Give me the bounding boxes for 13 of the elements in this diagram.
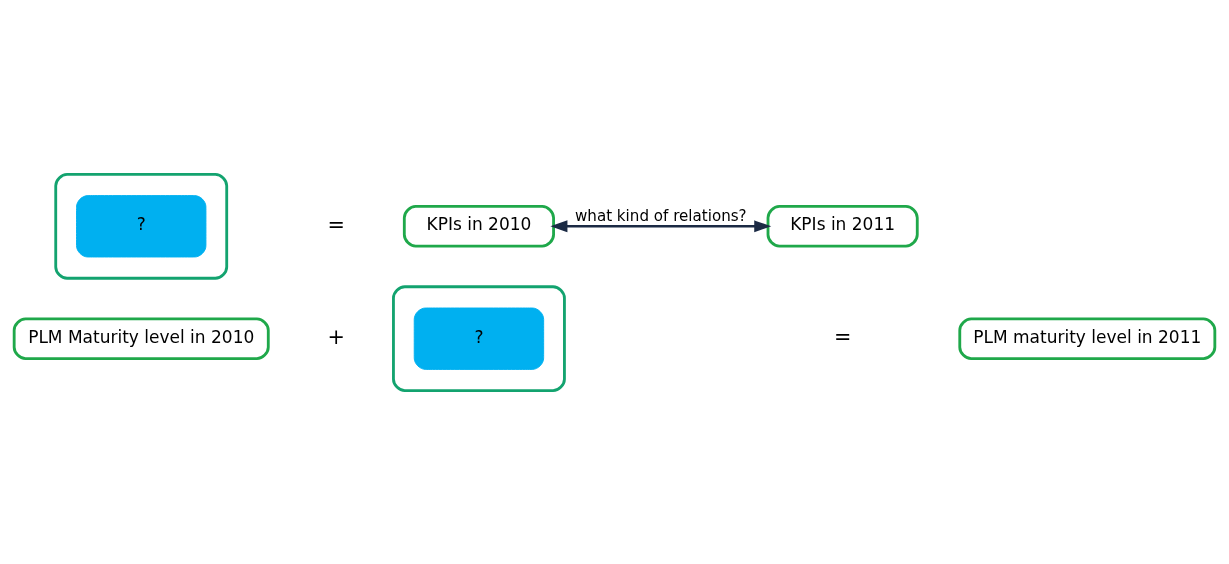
edge-label: what kind of relations? [574,206,747,225]
node-box: KPIs in 2011 [766,204,919,248]
cluster [54,172,229,280]
node-box: PLM Maturity level in 2010 [12,316,270,360]
label: = [833,324,852,349]
label: = [327,212,345,237]
node-box: KPIs in 2010 [402,204,555,248]
label: + [327,324,345,349]
arrow [550,219,772,232]
cluster [392,284,566,392]
node-box: PLM maturity level in 2011 [958,316,1217,360]
node-box: ? [413,307,545,370]
node-box: ? [76,194,207,257]
